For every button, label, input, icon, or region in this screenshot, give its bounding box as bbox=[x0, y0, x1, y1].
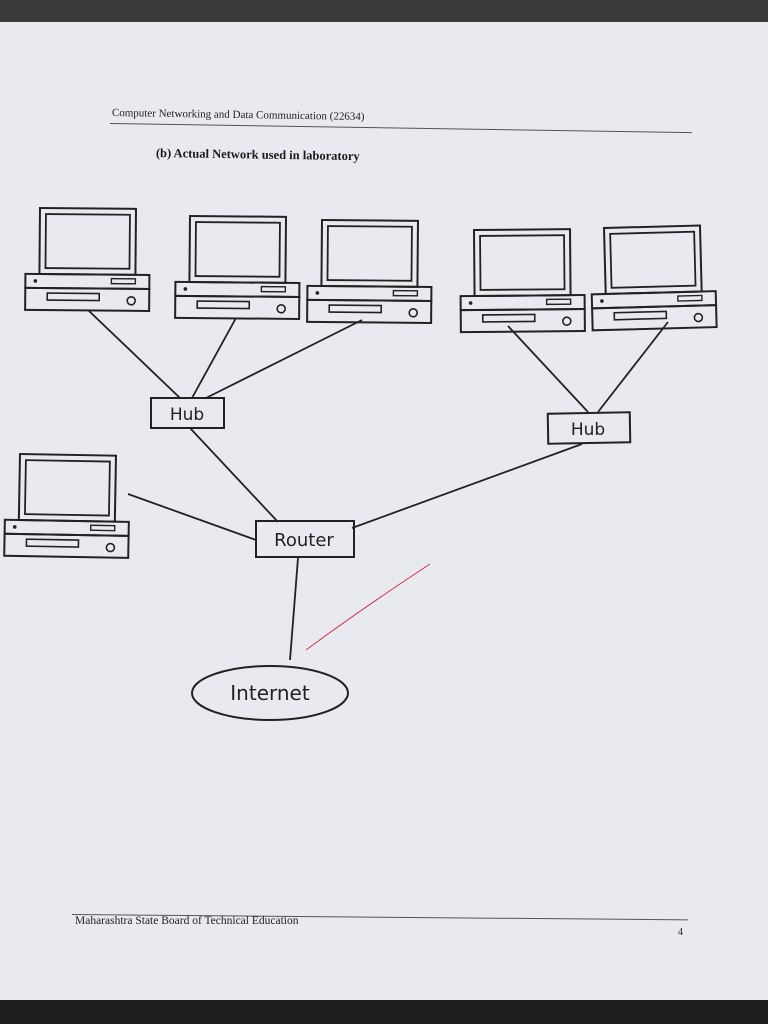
hub-left: Hub bbox=[150, 397, 225, 429]
link-pc6-router bbox=[127, 493, 257, 541]
router-label: Router bbox=[274, 530, 334, 551]
computer-icon bbox=[306, 218, 433, 324]
link-pc1-hub bbox=[87, 309, 181, 399]
link-hub-router bbox=[189, 427, 279, 523]
link-hub2-router bbox=[351, 443, 583, 529]
hub-left-label: Hub bbox=[170, 405, 204, 425]
link-pc5-hub bbox=[597, 321, 669, 413]
photo-top-edge bbox=[0, 0, 768, 22]
page-number: 4 bbox=[678, 927, 683, 938]
hub-right: Hub bbox=[546, 411, 632, 445]
computer-icon bbox=[24, 206, 151, 312]
computer-icon bbox=[459, 228, 586, 334]
link-router-internet bbox=[289, 557, 299, 661]
internet-label: Internet bbox=[230, 681, 310, 705]
document-footer: Maharashtra State Board of Technical Edu… bbox=[75, 915, 299, 927]
paper-page: Computer Networking and Data Communicati… bbox=[0, 22, 768, 1000]
connection-lines bbox=[87, 309, 669, 661]
link-pc4-hub bbox=[507, 325, 589, 413]
red-pen-mark bbox=[305, 563, 431, 651]
computer-icon bbox=[589, 224, 718, 332]
computer-icon bbox=[174, 214, 301, 320]
router: Router bbox=[255, 520, 355, 558]
photo-bottom-edge bbox=[0, 1000, 768, 1024]
link-pc3-hub bbox=[205, 319, 363, 399]
hub-right-label: Hub bbox=[571, 420, 605, 440]
internet-cloud: Internet bbox=[191, 665, 349, 721]
computer-icon bbox=[3, 452, 131, 559]
network-diagram: Hub Hub Router Internet bbox=[3, 206, 718, 721]
link-pc2-hub bbox=[191, 317, 237, 399]
